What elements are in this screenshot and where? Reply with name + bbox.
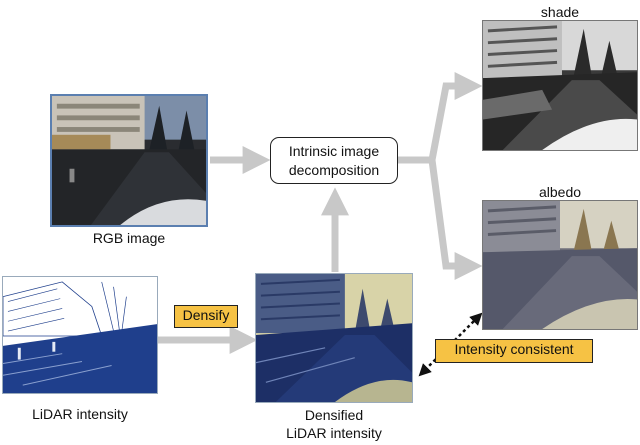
decomposition-label-line1: Intrinsic image <box>271 142 397 161</box>
shade-image <box>482 20 638 151</box>
arrow-to-shade <box>432 86 470 160</box>
decomposition-box: Intrinsic image decomposition <box>270 137 398 184</box>
decomposition-label-line2: decomposition <box>271 161 397 180</box>
albedo-image <box>482 200 638 330</box>
lidar-caption: LiDAR intensity <box>2 406 158 422</box>
lidar-intensity-image <box>2 276 158 394</box>
densify-label: Densify <box>174 305 238 328</box>
albedo-caption: albedo <box>482 184 638 200</box>
shade-caption: shade <box>482 4 638 20</box>
intensity-consistent-label: Intensity consistent <box>435 339 593 363</box>
densified-caption-line2: LiDAR intensity <box>255 425 413 441</box>
densified-caption-line1: Densified <box>255 407 413 423</box>
rgb-caption: RGB image <box>50 230 208 246</box>
densified-lidar-image <box>255 273 413 403</box>
arrow-to-albedo <box>432 160 470 266</box>
rgb-image <box>50 94 208 227</box>
